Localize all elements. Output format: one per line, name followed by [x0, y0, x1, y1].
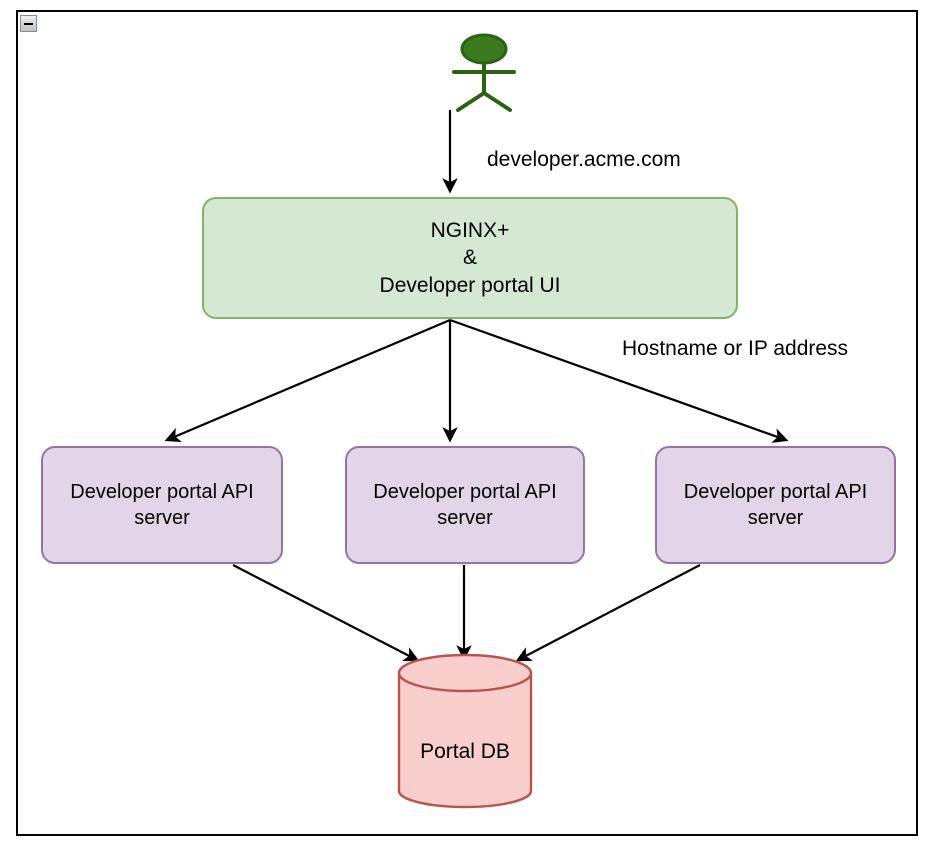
collapse-minus-button[interactable]: [20, 15, 37, 32]
node-api-server-2-label: Developer portal API server: [373, 481, 557, 529]
node-api-server-1[interactable]: Developer portal API server: [41, 446, 283, 564]
node-api-server-2[interactable]: Developer portal API server: [345, 446, 585, 564]
node-nginx-line-2: &: [462, 246, 477, 270]
node-api-server-1-label: Developer portal API server: [70, 481, 254, 529]
node-nginx-line-1: NGINX+: [430, 219, 510, 243]
edge-label-hostname-or-ip-address: Hostname or IP address: [622, 337, 849, 360]
diagram-frame: [16, 10, 918, 836]
node-nginx-developer-portal-ui[interactable]: NGINX+ & Developer portal UI: [202, 197, 738, 319]
portal-db-label: Portal DB: [420, 740, 510, 763]
edge-label-developer-acme-com: developer.acme.com: [487, 148, 681, 171]
node-nginx-line-3: Developer portal UI: [379, 273, 561, 297]
node-nginx-label: NGINX+ & Developer portal UI: [380, 217, 561, 299]
node-api-server-3[interactable]: Developer portal API server: [655, 446, 896, 564]
node-api-server-3-label: Developer portal API server: [683, 481, 868, 529]
minus-icon: [24, 22, 33, 25]
